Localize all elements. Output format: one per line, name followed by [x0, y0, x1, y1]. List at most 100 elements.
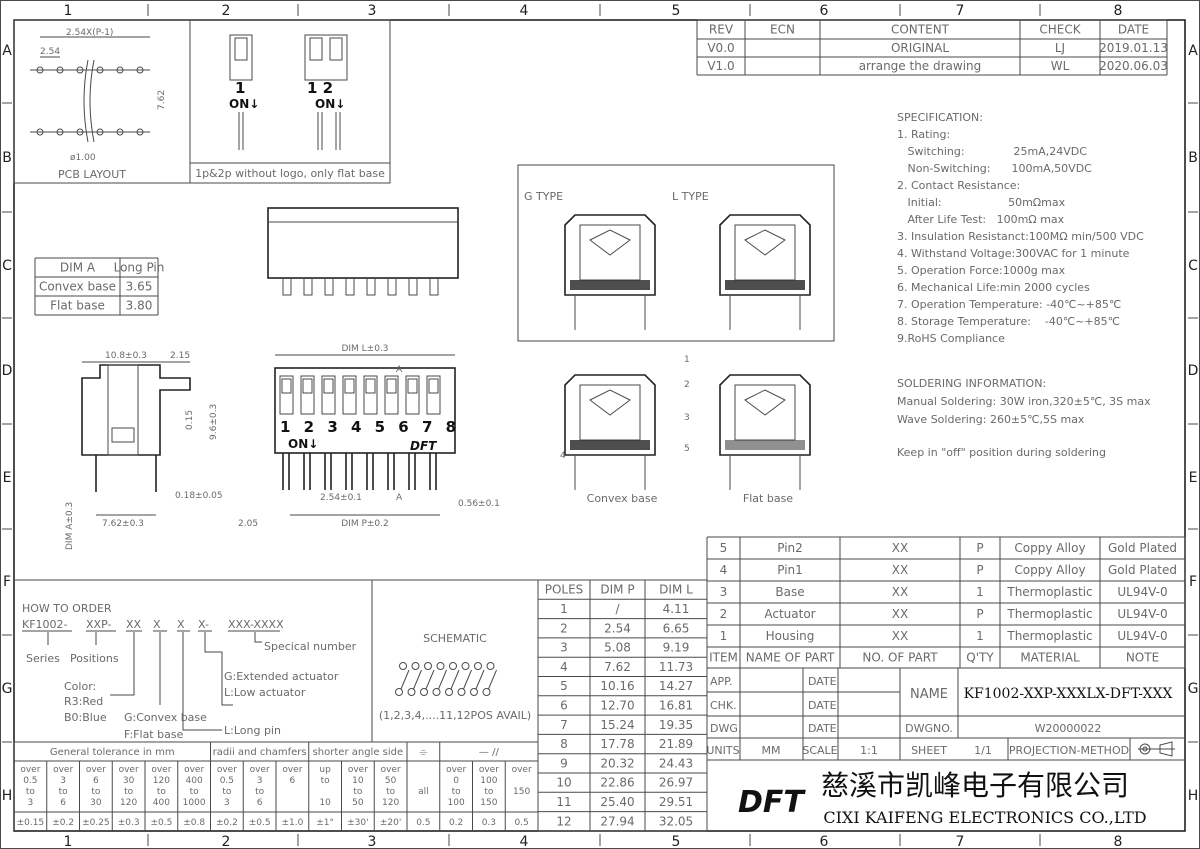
revision-cell: ECN [770, 23, 795, 37]
tolerance-range: 120 [120, 798, 137, 808]
poles-cell: 22.86 [600, 776, 634, 790]
poles-cell: 10.16 [600, 679, 634, 693]
company-name-cn: 慈溪市凯峰电子有限公司 [821, 769, 1129, 802]
tolerance-range: 0 [453, 776, 459, 786]
tolerance-value: ±0.8 [183, 818, 205, 828]
parts-cell: XX [892, 585, 908, 599]
schematic-contact [474, 662, 482, 670]
parts-cell: Actuator [764, 607, 815, 621]
poles-cell: DIM P [600, 583, 634, 597]
poles-cell: 4 [560, 660, 568, 674]
switch-actuator [323, 378, 334, 394]
tolerance-range: 50 [352, 798, 364, 808]
poles-cell: 5 [560, 679, 568, 693]
schematic-contact [449, 662, 457, 670]
sheet-value: 1/1 [974, 744, 992, 757]
schematic-title: SCHEMATIC [423, 632, 487, 645]
app-label: APP. [710, 675, 733, 688]
revision-cell: arrange the drawing [859, 59, 982, 73]
dim-pin-thickness: 0.18±0.05 [175, 491, 223, 501]
dim-pitch: 2.54±0.1 [320, 493, 362, 503]
convex-base-label: Convex base [587, 492, 658, 505]
poles-cell: 4.11 [663, 602, 690, 616]
schematic-contact [436, 662, 445, 670]
poles-cell: 2 [560, 621, 568, 635]
name-label: NAME [910, 687, 948, 702]
row-label: H [1188, 788, 1199, 804]
flat-base-label: Flat base [743, 492, 793, 505]
tolerance-range: over [217, 765, 237, 775]
row-label: C [2, 258, 12, 274]
switch-slot [300, 375, 315, 415]
switch-slot [405, 375, 420, 415]
row-label: F [3, 574, 11, 590]
schematic-contact [470, 688, 478, 696]
parts-cell: Coppy Alloy [1014, 541, 1085, 555]
tolerance-range: 120 [153, 776, 170, 786]
parts-cell: Q'TY [966, 651, 994, 665]
projection-label: PROJECTION-METHOD [1009, 744, 1129, 757]
revision-cell: 2019.01.13 [1099, 41, 1168, 55]
row-label: B [2, 150, 12, 166]
top-view [267, 207, 459, 296]
dwg-date-label: DATE [808, 722, 837, 735]
tolerance-range: 6 [93, 776, 99, 786]
poles-cell: 11.73 [659, 660, 693, 674]
dim-hole: ø1.00 [70, 153, 96, 163]
schematic-note: (1,2,3,4,....11,12POS AVAIL) [379, 709, 531, 722]
color-blue: B0:Blue [64, 711, 107, 724]
scale-label: SCALE [802, 744, 837, 757]
revision-cell: CONTENT [891, 23, 950, 37]
base-section [725, 280, 805, 290]
spec-line: 1. Rating: [897, 128, 950, 141]
tolerance-group-header: radii and chamfers [213, 747, 307, 758]
drawing-number: W20000022 [1035, 722, 1102, 735]
order-code-segment: KF1002- [22, 618, 68, 631]
column-label: 8 [1114, 834, 1123, 849]
row-label: F [1189, 574, 1197, 590]
poles-cell: 6 [560, 698, 568, 712]
tolerance-range: 150 [513, 787, 530, 797]
parts-cell: 5 [720, 541, 728, 555]
column-label: 4 [520, 3, 529, 19]
parts-cell: 2 [720, 607, 728, 621]
actuator-views-caption: 1p&2p without logo, only flat base [195, 167, 385, 180]
view-2p-on: ON↓ [315, 97, 345, 111]
poles-cell: 32.05 [659, 814, 693, 828]
schematic-contact [486, 662, 495, 670]
dwgno-label: DWGNO. [905, 722, 953, 735]
column-label: 2 [222, 3, 231, 19]
switch-actuator [344, 378, 355, 394]
column-label: 5 [672, 3, 681, 19]
callout-5: 5 [684, 444, 690, 454]
actuator-views: 1 ON↓ 1 2 ON↓ 1p&2p without logo, only f… [189, 19, 391, 184]
base-section [725, 440, 805, 450]
poles-cell: 6.65 [663, 621, 690, 635]
tolerance-range: 3 [28, 798, 34, 808]
poles-cell: 3 [560, 641, 568, 655]
dim-a: DIM A±0.3 [65, 502, 75, 550]
schematic-contact [482, 688, 491, 696]
tolerance-range: 10 [352, 776, 364, 786]
sheet-label: SHEET [911, 744, 947, 757]
order-code-segment: XX [126, 618, 142, 631]
parts-cell: Pin2 [777, 541, 803, 555]
poles-cell: 9 [560, 756, 568, 770]
poles-cell: DIM L [659, 583, 693, 597]
pcb-layout-view: 2.54X(P-1) 2.54 7.62 ø1.00 PCB LAYOUT [13, 19, 191, 184]
part-name: KF1002-XXP-XXXLX-DFT-XXX [964, 686, 1173, 702]
scale-value: 1:1 [860, 744, 878, 757]
poles-cell: 2.54 [604, 621, 631, 635]
row-label: E [3, 470, 12, 486]
tolerance-range: up [319, 765, 331, 775]
parts-cell: Thermoplastic [1006, 585, 1092, 599]
dim-row: 7.62 [157, 90, 167, 110]
switch-slot [363, 375, 378, 415]
dim-pitch-total: 2.54X(P-1) [66, 28, 113, 38]
parts-cell: Pin1 [777, 563, 803, 577]
poles-cell: 29.51 [659, 795, 693, 809]
poles-cell: 7.62 [604, 660, 631, 674]
parts-cell: Gold Plated [1108, 563, 1177, 577]
